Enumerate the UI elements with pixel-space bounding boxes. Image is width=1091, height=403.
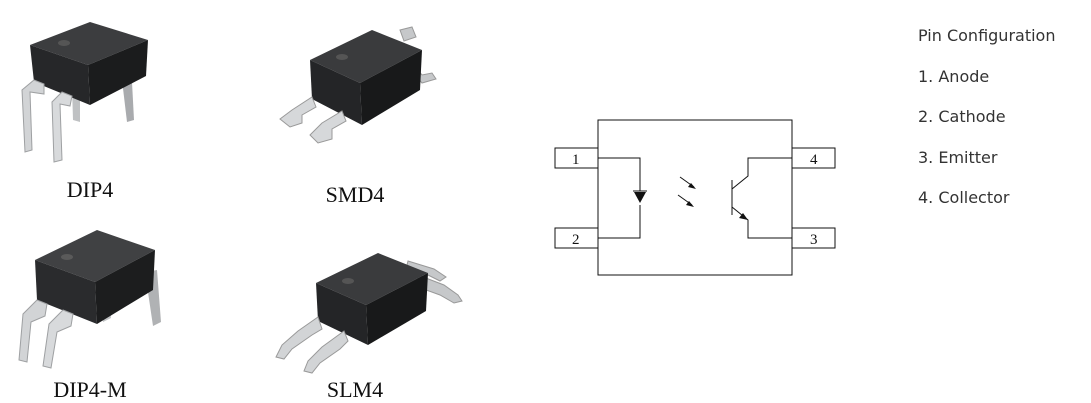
optocoupler-schematic: 1 2 4 3 [554, 119, 836, 276]
pin-item-anode: 1. Anode [918, 66, 990, 86]
pin-item-emitter: 3. Emitter [918, 147, 998, 167]
schematic-body [597, 119, 793, 276]
package-label-dip4-m: DIP4-M [53, 377, 127, 402]
pin-item-cathode: 2. Cathode [918, 107, 1006, 126]
pin-number-4: 4 [810, 152, 818, 168]
package-label-slm4: SLM4 [326, 377, 384, 402]
light-arrow-icon [688, 183, 696, 189]
dip4-m-package-image [18, 230, 161, 369]
pin-configuration-title: Pin Configuration [918, 26, 1056, 45]
package-label-dip4: DIP4 [66, 177, 114, 202]
dip4-package-image [21, 22, 148, 163]
pin-configuration: Pin Configuration 1. Anode 2. Cathode 3.… [918, 25, 1055, 228]
smd4-package-image [279, 26, 437, 144]
pin-number-1: 1 [572, 152, 580, 168]
pin-number-2: 2 [572, 232, 580, 248]
slm4-package-image [275, 253, 463, 374]
pin-number-3: 3 [810, 232, 818, 248]
package-label-smd4: SMD4 [325, 182, 385, 207]
led-diode-icon [634, 192, 646, 203]
pin-item-collector: 4. Collector [918, 188, 1010, 207]
